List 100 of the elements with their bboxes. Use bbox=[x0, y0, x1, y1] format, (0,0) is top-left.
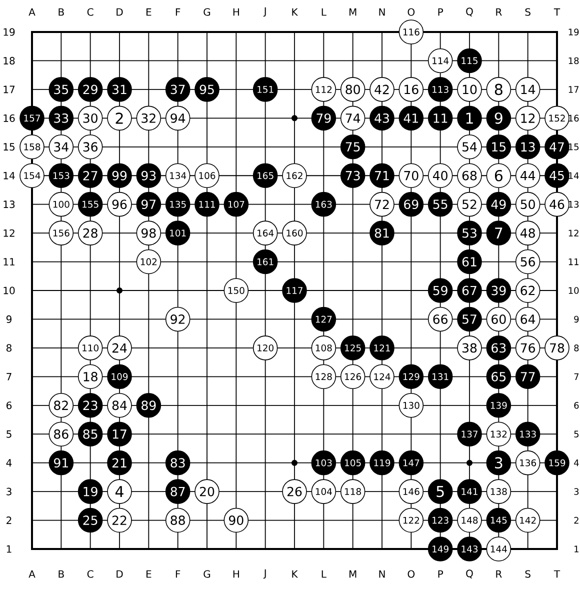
coordinate-label: M bbox=[350, 8, 356, 16]
coordinate-label: A bbox=[28, 570, 36, 578]
go-stone: 116 bbox=[398, 20, 424, 44]
coordinate-label: 13 bbox=[4, 200, 15, 208]
coordinate-label: 8 bbox=[6, 344, 12, 352]
coordinate-label: N bbox=[379, 570, 385, 578]
go-stone: 60 bbox=[486, 306, 512, 332]
go-stone: 2 bbox=[107, 106, 132, 131]
go-stone: 100 bbox=[48, 192, 74, 217]
go-stone: 98 bbox=[136, 220, 162, 246]
coordinate-label: K bbox=[292, 8, 298, 16]
coordinate-label: E bbox=[146, 8, 152, 16]
go-stone: 89 bbox=[136, 393, 162, 418]
go-stone: 147 bbox=[398, 450, 424, 476]
coordinate-label: P bbox=[438, 570, 443, 578]
coordinate-label: F bbox=[176, 8, 180, 16]
coordinate-label: L bbox=[322, 8, 326, 16]
go-stone: 93 bbox=[136, 163, 162, 188]
go-stone: 145 bbox=[486, 508, 512, 533]
go-stone: 62 bbox=[515, 278, 540, 303]
coordinate-label: T bbox=[554, 8, 560, 16]
go-stone: 125 bbox=[340, 336, 366, 360]
coordinate-label: 18 bbox=[568, 57, 579, 64]
go-stone: 15 bbox=[486, 134, 512, 160]
node-label: 46 bbox=[550, 200, 564, 210]
go-stone: 136 bbox=[515, 450, 540, 476]
go-stone: 153 bbox=[48, 163, 74, 188]
coordinate-label: 7 bbox=[6, 373, 12, 380]
go-stone: 20 bbox=[194, 479, 220, 504]
go-stone: 113 bbox=[428, 77, 453, 102]
go-stone: 55 bbox=[428, 192, 453, 217]
go-stone: 118 bbox=[340, 479, 366, 504]
go-stone: 10 bbox=[457, 77, 482, 102]
coordinate-label: 2 bbox=[6, 516, 12, 524]
go-stone: 94 bbox=[165, 106, 190, 131]
go-stone: 87 bbox=[165, 479, 190, 504]
go-stone: 90 bbox=[224, 508, 249, 533]
coordinate-label: J bbox=[263, 569, 266, 579]
go-stone: 96 bbox=[107, 192, 132, 217]
go-stone: 30 bbox=[78, 106, 103, 131]
go-stone: 97 bbox=[136, 192, 162, 217]
go-stone: 5 bbox=[428, 479, 453, 504]
go-stone: 64 bbox=[515, 306, 540, 332]
coordinate-label: 4 bbox=[6, 459, 12, 466]
coordinate-label: H bbox=[233, 570, 239, 578]
coordinate-label: O bbox=[408, 570, 415, 578]
go-stone: 59 bbox=[428, 278, 453, 303]
go-stone: 148 bbox=[457, 508, 482, 533]
coordinate-label: 9 bbox=[574, 316, 579, 323]
go-stone: 68 bbox=[457, 163, 482, 188]
go-stone: 142 bbox=[515, 508, 540, 533]
go-stone: 28 bbox=[78, 220, 103, 246]
go-stone: 71 bbox=[370, 163, 394, 188]
go-stone: 24 bbox=[107, 336, 132, 360]
coordinate-label: K bbox=[292, 570, 298, 578]
go-stone: 19 bbox=[78, 479, 103, 504]
go-stone: 78 bbox=[544, 336, 570, 360]
go-stone: 95 bbox=[194, 77, 220, 102]
coordinate-label: S bbox=[525, 8, 530, 16]
node-label: 78 bbox=[550, 343, 564, 353]
go-stone: 123 bbox=[428, 508, 453, 533]
go-stone: 22 bbox=[107, 508, 132, 533]
go-stone: 4 bbox=[107, 479, 132, 504]
go-stone: 164 bbox=[252, 220, 278, 246]
go-stone: 7 bbox=[486, 220, 512, 246]
coordinate-label: 14 bbox=[4, 172, 15, 180]
go-stone: 56 bbox=[515, 249, 540, 274]
coordinate-label: 14 bbox=[568, 172, 579, 179]
coordinate-label: 5 bbox=[6, 430, 12, 438]
go-stone: 114 bbox=[428, 48, 453, 74]
coordinate-label: A bbox=[28, 8, 36, 16]
go-stone: 27 bbox=[78, 163, 103, 188]
go-stone: 67 bbox=[457, 278, 482, 303]
go-stone: 9 bbox=[486, 106, 512, 131]
go-stone: 42 bbox=[370, 77, 394, 102]
go-stone: 73 bbox=[340, 163, 366, 188]
go-stone: 131 bbox=[428, 364, 453, 390]
go-stone: 155 bbox=[78, 192, 103, 217]
go-stone: 85 bbox=[78, 422, 103, 447]
coordinate-label: 16 bbox=[4, 114, 15, 122]
go-stone: 102 bbox=[136, 249, 162, 274]
coordinate-label: 11 bbox=[4, 258, 14, 266]
coordinate-label: R bbox=[496, 570, 502, 578]
go-stone: 144 bbox=[486, 536, 512, 562]
go-stone: 162 bbox=[282, 163, 307, 188]
coordinate-label: B bbox=[58, 8, 64, 16]
go-stone: 160 bbox=[282, 220, 307, 246]
go-stone: 69 bbox=[398, 192, 424, 217]
go-stone: 34 bbox=[48, 134, 74, 160]
go-stone: 50 bbox=[515, 192, 540, 217]
coordinate-label: 15 bbox=[568, 144, 578, 150]
go-stone: 53 bbox=[457, 220, 482, 246]
go-stone: 129 bbox=[398, 364, 424, 390]
go-stone: 158 bbox=[20, 134, 44, 160]
coordinate-label: 6 bbox=[574, 402, 579, 409]
go-stone: 43 bbox=[370, 106, 394, 131]
go-stone: 135 bbox=[165, 192, 190, 217]
go-stone: 134 bbox=[165, 163, 190, 188]
coordinate-label: 2 bbox=[574, 516, 578, 524]
go-stone: 143 bbox=[457, 536, 482, 562]
